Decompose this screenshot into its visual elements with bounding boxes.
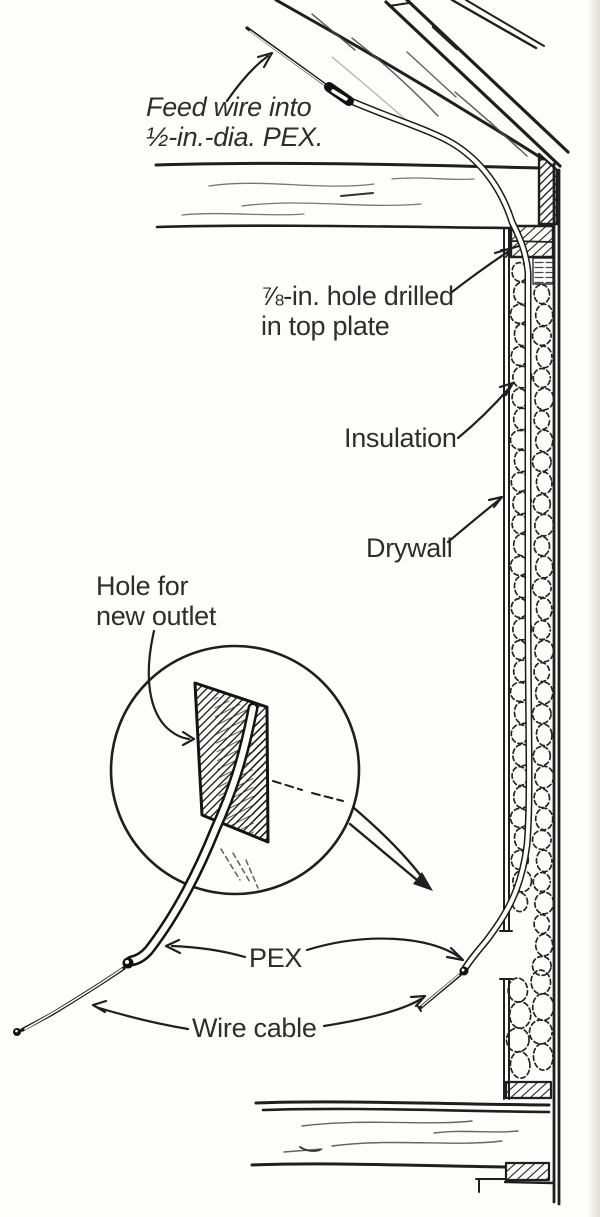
drywall-arrow [446,495,504,544]
label-feed-wire-line2: ½-in.-dia. PEX. [146,122,324,152]
wall-drywall [499,227,513,1100]
floor-assembly [250,1080,555,1193]
wire-cable-arrow-left [91,999,190,1031]
page-edge-shadow [587,0,600,1217]
label-hole-drilled-line2: in top plate [261,311,390,341]
label-hole-drilled: ⅞-in. hole drilled in top plate [261,281,454,341]
label-hole-outlet-line2: new outlet [96,601,217,631]
wire-cable-detail [13,966,126,1036]
pex-tube [324,82,533,1012]
label-hole-outlet-line1: Hole for [96,571,189,601]
feed-wire-top [245,26,336,93]
roof-rafter [274,0,570,226]
label-pex: PEX [249,943,303,973]
sill-plate [504,1161,551,1182]
label-hole-drilled-line1: ⅞-in. hole drilled [261,281,454,311]
label-hole-outlet: Hole for new outlet [96,571,216,631]
pex-arrow-left [164,938,247,959]
label-wire-cable: Wire cable [192,1013,317,1043]
bottom-plate [504,1080,553,1100]
wire-cable-arrow-right [322,994,427,1028]
exterior-sheathing [552,162,561,1206]
ceiling-joist [154,161,541,230]
hole-drilled-leader [450,244,521,294]
detail-pointer-arrow [272,780,433,891]
insulation-arrow [456,381,515,440]
label-insulation: Insulation [344,423,457,453]
label-drywall: Drywall [366,533,453,563]
detail-circle [13,644,433,1036]
feed-wire-arrow [225,51,274,103]
pex-arrow-right [305,937,465,962]
label-feed-wire: Feed wire into ½-in.-dia. PEX. [146,92,323,152]
pex-tube-detail [122,702,259,969]
hole-outlet-arrow [147,629,196,747]
label-feed-wire-line1: Feed wire into [146,92,312,122]
